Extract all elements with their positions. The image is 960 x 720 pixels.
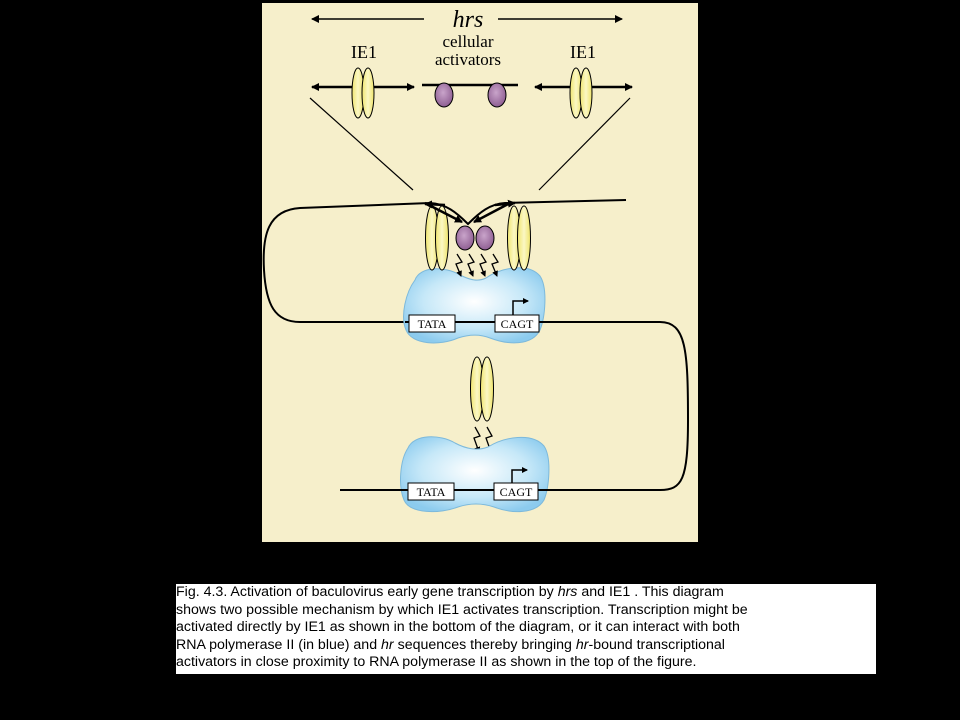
- cellular-label-line2: activators: [435, 50, 501, 69]
- cellular-activators: [422, 82, 518, 108]
- bottom-activation-signals: [473, 426, 493, 453]
- top-cagt-box: CAGT: [494, 314, 540, 333]
- bottom-ie1-dimer: [470, 356, 494, 422]
- top-ie1-right: [507, 205, 531, 271]
- dna-strand: [262, 199, 690, 491]
- bottom-transcription-start-arrow: [511, 467, 528, 483]
- caption-prefix: Fig. 4.3. Activation of baculovirus earl…: [176, 584, 558, 600]
- caption-hr-word-2: hr: [575, 636, 589, 653]
- top-converging-arrows: [424, 199, 516, 224]
- ie1-right-dimer: [534, 67, 633, 119]
- svg-text:TATA: TATA: [418, 317, 447, 331]
- zoom-lines: [309, 97, 631, 191]
- bottom-tata-box: TATA: [407, 482, 455, 501]
- top-tata-box: TATA: [408, 314, 456, 333]
- cellular-label-line1: cellular: [443, 32, 494, 51]
- caption-part2: and IE1 . This diagram shows two possibl…: [176, 584, 748, 653]
- svg-text:CAGT: CAGT: [501, 317, 534, 331]
- top-cellular-activators: [455, 225, 495, 251]
- svg-text:CAGT: CAGT: [500, 485, 533, 499]
- ie1-left-dimer: [311, 67, 415, 119]
- caption-part3: sequences thereby bringing: [393, 636, 576, 653]
- top-activation-signals: [455, 253, 499, 277]
- caption-hr-word-1: hr: [381, 636, 394, 653]
- caption-hrs-word: hrs: [557, 584, 578, 600]
- caption-part4: -bound transcriptional activators in clo…: [176, 636, 725, 671]
- hrs-label: hrs: [453, 7, 484, 33]
- figure-caption: Fig. 4.3. Activation of baculovirus earl…: [176, 584, 876, 674]
- top-ie1-left: [425, 205, 449, 271]
- top-transcription-start-arrow: [512, 298, 529, 315]
- bottom-cagt-box: CAGT: [493, 482, 539, 501]
- ie1-right-label: IE1: [570, 42, 596, 62]
- ie1-left-label: IE1: [351, 42, 377, 62]
- svg-text:TATA: TATA: [417, 485, 446, 499]
